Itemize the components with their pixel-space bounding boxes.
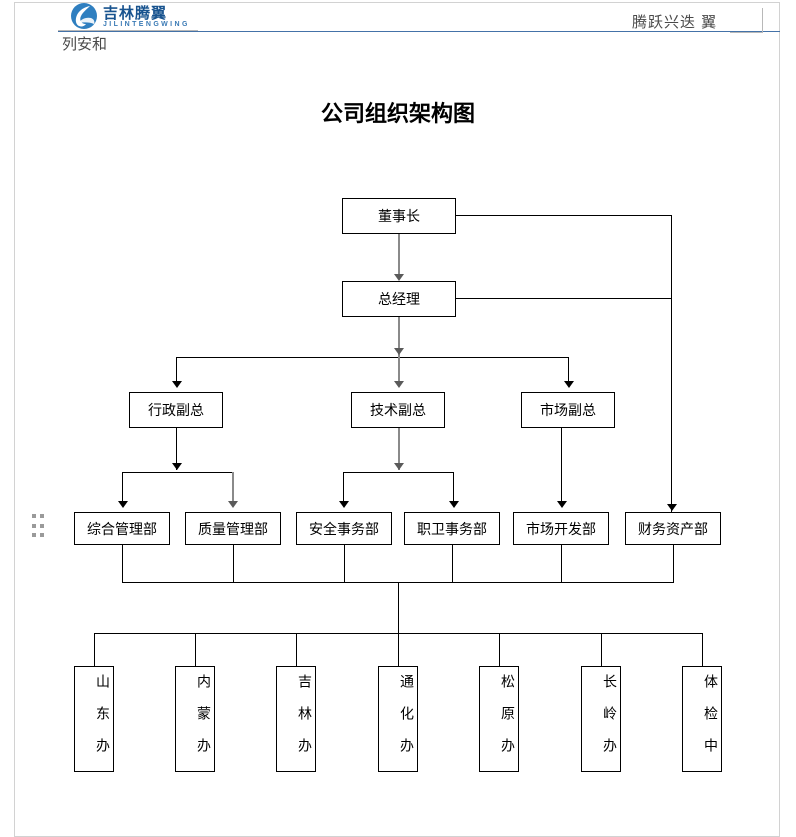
arrowhead-vpadmin-bus [172, 463, 182, 470]
edge-dept-quality-down [233, 545, 234, 582]
node-dept-occhealth[interactable]: 职卫事务部 [404, 512, 500, 545]
header-rule-grey-left [58, 30, 198, 31]
edge-vptech-drop [398, 428, 400, 470]
drag-handle-icon[interactable] [32, 514, 45, 540]
edge-bus-dept-general [122, 472, 123, 504]
node-dept-safety[interactable]: 安全事务部 [296, 512, 392, 545]
arrowhead-vp-admin [172, 381, 182, 388]
node-branch-shandong[interactable]: 山东办 [74, 666, 114, 772]
edge-bus-dept-safety [343, 472, 344, 504]
arrowhead-dept-occhealth [449, 501, 459, 508]
edge-departments-trunk [398, 582, 399, 633]
logo-chinese-name: 吉林腾翼 [103, 4, 168, 22]
edge-bus-dept-quality [232, 472, 234, 504]
edge-gm-right [456, 298, 671, 299]
header-right-text: 腾跃兴迭 翼 [632, 14, 718, 31]
logo-swirl-icon [71, 3, 97, 29]
bus-vp-row [176, 357, 568, 358]
arrowhead-right-rail-finance [667, 504, 677, 511]
edge-dept-marketdev-down [561, 545, 562, 582]
arrowhead-dept-marketdev [557, 501, 567, 508]
edge-dept-safety-down [344, 545, 345, 582]
bus-vpadmin [122, 472, 233, 473]
edge-vpmarket-dept [561, 428, 562, 504]
edge-branch-jilin [296, 633, 297, 666]
node-dept-marketdev[interactable]: 市场开发部 [513, 512, 609, 545]
node-branch-jilin[interactable]: 吉林办 [276, 666, 316, 772]
edge-branch-neimeng [195, 633, 196, 666]
node-vp-admin[interactable]: 行政副总 [129, 392, 223, 428]
node-dept-quality[interactable]: 质量管理部 [185, 512, 281, 545]
header-rule-blue [58, 31, 780, 32]
edge-branch-tonghua [398, 633, 399, 666]
arrowhead-dept-safety [339, 501, 349, 508]
edge-vpadmin-drop [176, 428, 177, 470]
edge-branch-shandong [94, 633, 95, 666]
edge-dept-general-down [122, 545, 123, 582]
arrowhead-dept-quality [228, 501, 238, 508]
node-chairman[interactable]: 董事长 [342, 198, 456, 234]
company-logo: 吉林腾翼 JILINTENGWING [70, 2, 200, 32]
node-branch-tijian[interactable]: 体检中 [682, 666, 722, 772]
document-header: 吉林腾翼 JILINTENGWING 列安和 腾跃兴迭 翼 [0, 0, 796, 53]
header-rule-grey-right [730, 8, 763, 33]
arrowhead-dept-general [118, 501, 128, 508]
arrowhead-vptech-bus [394, 463, 404, 470]
node-branch-songyuan[interactable]: 松原办 [479, 666, 519, 772]
edge-chairman-right [456, 215, 671, 216]
edge-dept-occhealth-down [452, 545, 453, 582]
node-branch-changling[interactable]: 长岭办 [581, 666, 621, 772]
edge-dept-finance-down [673, 545, 674, 582]
edge-bus-vp-market [568, 357, 569, 384]
node-vp-market[interactable]: 市场副总 [521, 392, 615, 428]
edge-branch-tijian [702, 633, 703, 666]
arrowhead-gm-bus [394, 348, 404, 355]
edge-bus-dept-occhealth [453, 472, 454, 504]
node-branch-neimeng[interactable]: 内蒙办 [175, 666, 215, 772]
logo-english-name: JILINTENGWING [103, 21, 190, 28]
arrowhead-vp-tech [394, 381, 404, 388]
edge-right-rail [671, 215, 672, 512]
node-vp-tech[interactable]: 技术副总 [351, 392, 445, 428]
node-general-manager[interactable]: 总经理 [342, 281, 456, 317]
arrowhead-vp-market [564, 381, 574, 388]
bus-vptech [343, 472, 454, 473]
page-title: 公司组织架构图 [320, 101, 475, 127]
edge-branch-changling [601, 633, 602, 666]
edge-bus-vp-admin [176, 357, 177, 384]
node-branch-tonghua[interactable]: 通化办 [378, 666, 418, 772]
edge-branch-songyuan [499, 633, 500, 666]
header-left-text: 列安和 [62, 36, 108, 53]
edge-chairman-gm [398, 234, 400, 278]
node-dept-finance[interactable]: 财务资产部 [625, 512, 721, 545]
edge-bus-vp-tech [398, 357, 400, 384]
edge-gm-drop [398, 317, 400, 357]
arrowhead-chairman-gm [394, 274, 404, 281]
node-dept-general[interactable]: 综合管理部 [74, 512, 170, 545]
